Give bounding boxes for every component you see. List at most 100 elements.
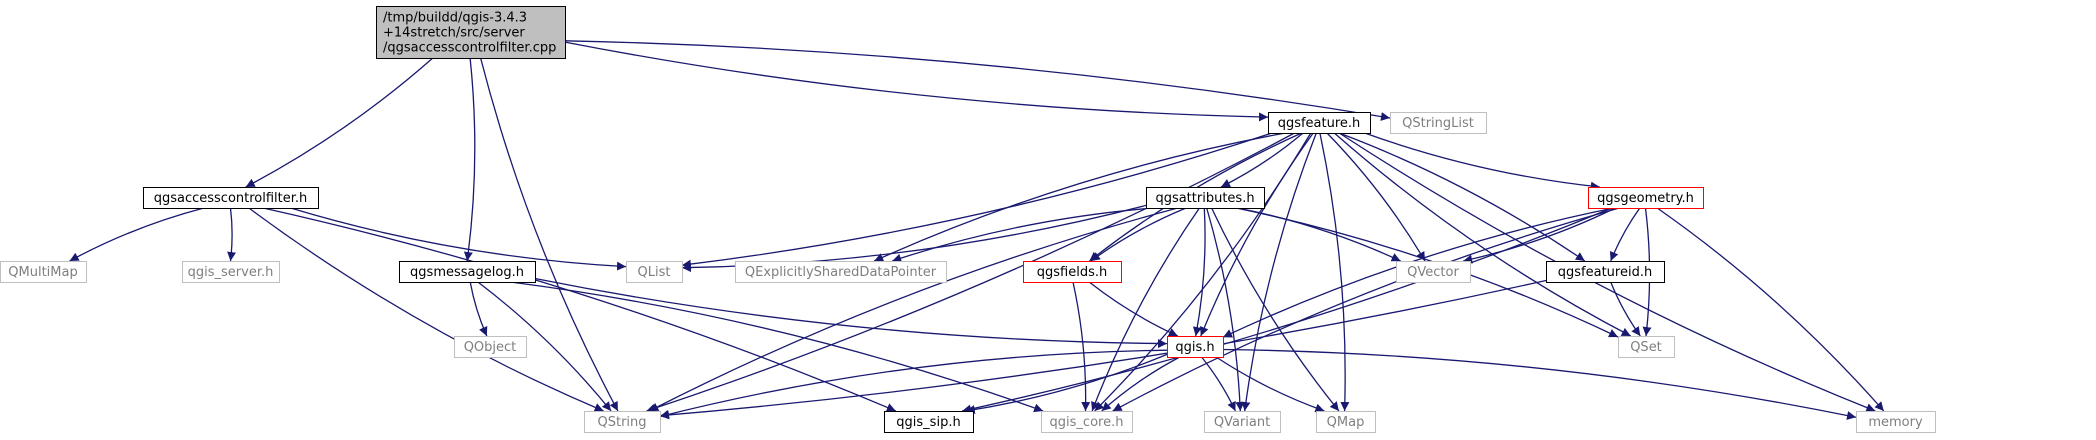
nodes-layer: /tmp/buildd/qgis-3.4.3+14stretch/src/ser…: [0, 6, 1936, 433]
edge-qgis-to-qmap: [1215, 356, 1325, 413]
node-label: +14stretch/src/server: [383, 26, 525, 41]
edge-qgsfeature-to-qset: [1333, 132, 1632, 337]
node-qobject: QObject: [454, 336, 527, 358]
edge-root-to-qgsfeature: [564, 41, 1269, 122]
node-box: [454, 336, 527, 358]
node-qgsmessagelog[interactable]: qgsmessagelog.h: [399, 261, 536, 283]
node-box: [1316, 411, 1376, 433]
edge-qgsfeature-to-qgsfeatureid: [1338, 132, 1586, 262]
node-qlist: QList: [626, 261, 683, 283]
node-label: qgis_sip.h: [896, 415, 960, 430]
node-qgsaccesscontrolfilter[interactable]: qgsaccesscontrolfilter.h: [143, 187, 319, 209]
edge-qgsmessagelog-to-qstring: [477, 281, 612, 412]
edge-qgsfeature-to-qgsattributes: [1220, 132, 1304, 188]
node-box: [1396, 261, 1471, 283]
edge-qgsattributes-to-qstring: [649, 207, 1178, 412]
edge-qgsfeature-to-qlist: [681, 132, 1273, 269]
node-box: [1146, 187, 1265, 209]
node-label: QStringList: [1402, 116, 1474, 131]
node-qgis[interactable]: qgis.h: [1167, 336, 1224, 358]
edge-qgsfeature-to-qexplicit: [873, 132, 1286, 262]
edge-qgsattributes-to-qgis: [1192, 207, 1206, 337]
edge-root-to-qgsaccesscontrolfilter: [245, 57, 434, 188]
node-qset: QSet: [1618, 336, 1675, 358]
edge-qgsfeatureid-to-qset: [1610, 281, 1641, 337]
node-label: qgis_server.h: [188, 265, 274, 280]
node-label: qgsattributes.h: [1155, 191, 1254, 206]
node-qstringlist: QStringList: [1390, 112, 1487, 134]
node-qvariant: QVariant: [1204, 411, 1281, 433]
node-label: qgsmessagelog.h: [410, 265, 524, 280]
node-qgsfields[interactable]: qgsfields.h: [1023, 261, 1122, 283]
node-label: QObject: [464, 340, 517, 355]
edge-qgis-to-qvariant: [1201, 356, 1236, 412]
node-box: [1856, 411, 1936, 433]
node-label: QExplicitlySharedDataPointer: [745, 265, 937, 280]
node-box: [0, 261, 87, 283]
node-qstring: QString: [584, 411, 661, 433]
node-qexplicit: QExplicitlySharedDataPointer: [735, 261, 947, 283]
edge-qgsaccesscontrolfilter-to-qstring: [248, 207, 604, 412]
edge-qgsattributes-to-qvector: [1237, 207, 1401, 262]
node-qvector: QVector: [1396, 261, 1471, 283]
edge-qgsfeature-to-qgis-core: [1094, 132, 1312, 412]
edge-qgis-to-qstring: [659, 349, 1168, 419]
node-box: [1041, 411, 1133, 433]
node-qgsfeature[interactable]: qgsfeature.h: [1268, 112, 1371, 134]
node-box: [1204, 411, 1281, 433]
node-box: [884, 411, 974, 433]
edge-qgsaccesscontrolfilter-to-qlist: [290, 207, 627, 271]
node-box: [1023, 261, 1122, 283]
node-box: [182, 261, 280, 283]
node-root[interactable]: /tmp/buildd/qgis-3.4.3+14stretch/src/ser…: [376, 6, 566, 59]
edge-qgsaccesscontrolfilter-to-qgis-sip: [263, 207, 897, 412]
edge-qgsmessagelog-to-qgis-core: [510, 281, 1044, 413]
edge-qgsfeature-to-memory: [1338, 132, 1876, 412]
edge-qgis-to-qgis-core: [1101, 356, 1181, 412]
node-label: QVector: [1407, 265, 1459, 280]
node-qgsgeometry[interactable]: qgsgeometry.h: [1588, 187, 1704, 209]
node-qgis-sip[interactable]: qgis_sip.h: [884, 411, 974, 433]
node-box: [376, 6, 566, 59]
edges-layer: [69, 40, 1885, 420]
node-label: QSet: [1630, 340, 1662, 355]
node-qgsattributes[interactable]: qgsattributes.h: [1146, 187, 1265, 209]
node-qgsfeatureid[interactable]: qgsfeatureid.h: [1546, 261, 1665, 283]
edge-qgsfeature-to-qmap: [1319, 132, 1350, 412]
node-label: qgsgeometry.h: [1597, 191, 1694, 206]
edge-qgsfeature-to-qvector: [1326, 132, 1426, 262]
node-box: [1390, 112, 1487, 134]
edge-qgis-to-qgis-sip: [965, 353, 1168, 415]
edge-qgsfields-to-qgis: [1088, 281, 1179, 337]
edge-qgsgeometry-to-qgis-core: [1112, 207, 1620, 412]
node-box: [399, 261, 536, 283]
node-box: [735, 261, 947, 283]
edge-qgis-to-memory: [1222, 348, 1857, 420]
edge-qgsgeometry-to-qvector: [1463, 207, 1616, 264]
node-box: [1588, 187, 1704, 209]
edge-qgsattributes-to-qmap: [1211, 207, 1340, 412]
edge-qgsattributes-to-qgsfields: [1090, 207, 1187, 262]
node-label: /qgsaccesscontrolfilter.cpp: [383, 41, 556, 56]
edge-qgsgeometry-to-memory: [1656, 207, 1885, 412]
node-label: QString: [597, 415, 646, 430]
node-box: [1268, 112, 1371, 134]
edge-qgsfields-to-qgis-core: [1072, 281, 1091, 412]
edge-root-to-qstring: [479, 57, 619, 412]
edge-qgsfeature-to-qgsgeometry: [1364, 132, 1600, 191]
node-label: qgis.h: [1175, 340, 1214, 355]
node-label: qgis_core.h: [1050, 415, 1124, 430]
edge-qgsmessagelog-to-qgis: [534, 277, 1168, 349]
edge-qgsaccesscontrolfilter-to-qmultimap: [69, 207, 205, 262]
edge-root-to-qgsmessagelog: [463, 57, 476, 262]
node-label: QMap: [1327, 415, 1365, 430]
node-label: QVariant: [1214, 415, 1270, 430]
node-box: [143, 187, 319, 209]
node-label: qgsfeature.h: [1278, 116, 1361, 131]
edge-qgsattributes-to-qvariant: [1206, 207, 1245, 412]
edge-root-to-qstringlist: [564, 40, 1391, 121]
node-box: [1618, 336, 1675, 358]
edge-qgsfeature-to-qstring: [646, 132, 1295, 413]
node-memory: memory: [1856, 411, 1936, 433]
